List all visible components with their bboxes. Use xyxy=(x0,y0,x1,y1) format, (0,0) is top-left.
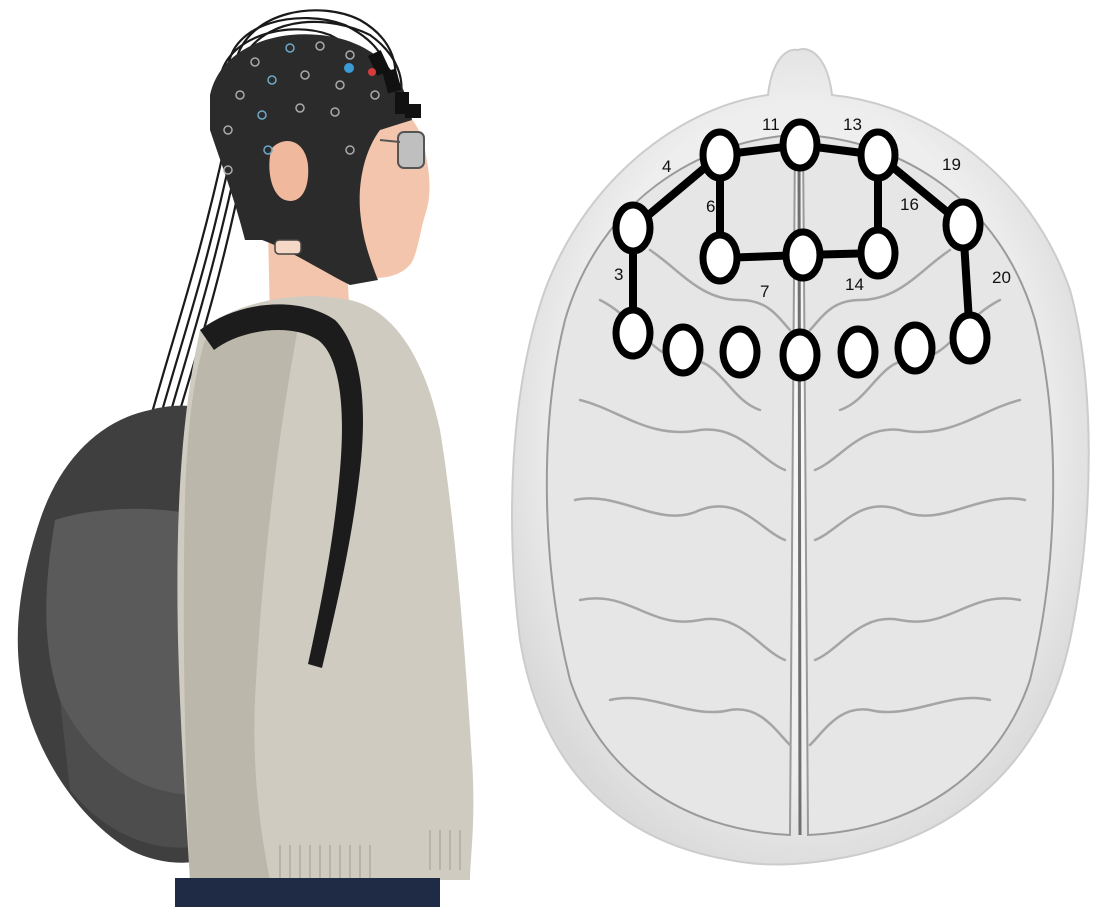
trousers xyxy=(175,878,440,907)
optode-s12 xyxy=(723,329,757,375)
channel-label-14: 14 xyxy=(845,275,864,294)
channel-label-16: 16 xyxy=(900,195,919,214)
optode-s10 xyxy=(861,230,895,276)
optode-s17 xyxy=(953,315,987,361)
channel-label-13: 13 xyxy=(843,115,862,134)
channel-label-6: 6 xyxy=(706,197,715,216)
optode-s11 xyxy=(666,327,700,373)
optode-s1 xyxy=(703,132,737,178)
channel-label-11: 11 xyxy=(762,115,780,134)
optode-s15 xyxy=(898,325,932,371)
optode-s8 xyxy=(703,235,737,281)
optode-s14 xyxy=(841,329,875,375)
channel-label-20: 20 xyxy=(992,268,1011,287)
channel-label-4: 4 xyxy=(662,157,671,176)
channel-label-3: 3 xyxy=(614,265,623,284)
optode-s2 xyxy=(616,205,650,251)
optode-s9 xyxy=(786,232,820,278)
neck-clip xyxy=(275,240,301,254)
person-illustration xyxy=(18,10,474,907)
optode-s6 xyxy=(946,202,980,248)
optode-s4 xyxy=(783,122,817,168)
optode-s5 xyxy=(861,132,895,178)
optode-s13 xyxy=(783,332,817,378)
optode-s7 xyxy=(616,310,650,356)
channel-label-19: 19 xyxy=(942,155,961,174)
channel-label-7: 7 xyxy=(760,282,769,301)
